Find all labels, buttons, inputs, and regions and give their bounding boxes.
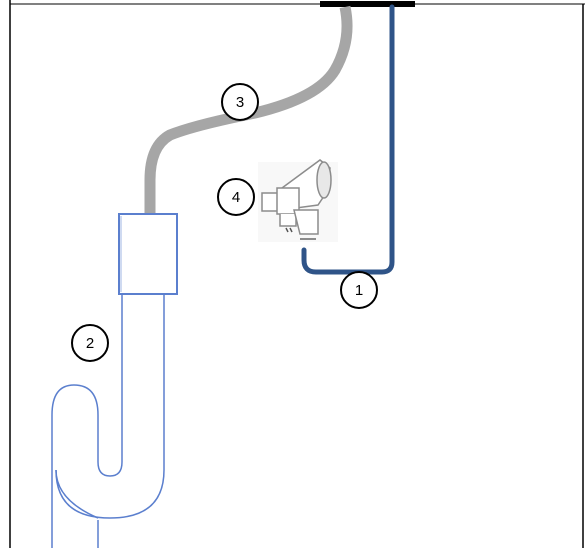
callout-1-label: 1 (355, 282, 363, 299)
callout-2-label: 2 (86, 335, 94, 352)
blue-hose (301, 4, 395, 275)
callout-2: 2 (71, 324, 109, 362)
callout-4-label: 4 (232, 189, 240, 206)
tap-valve-icon (258, 159, 338, 242)
diagram-frame (9, 0, 585, 548)
callout-4: 4 (217, 178, 255, 216)
callout-3: 3 (221, 83, 259, 121)
callout-1: 1 (340, 271, 378, 309)
callout-3-label: 3 (236, 94, 244, 111)
trap-connector (118, 213, 178, 295)
trap-pipe (51, 294, 165, 548)
mounting-bar (320, 1, 415, 7)
